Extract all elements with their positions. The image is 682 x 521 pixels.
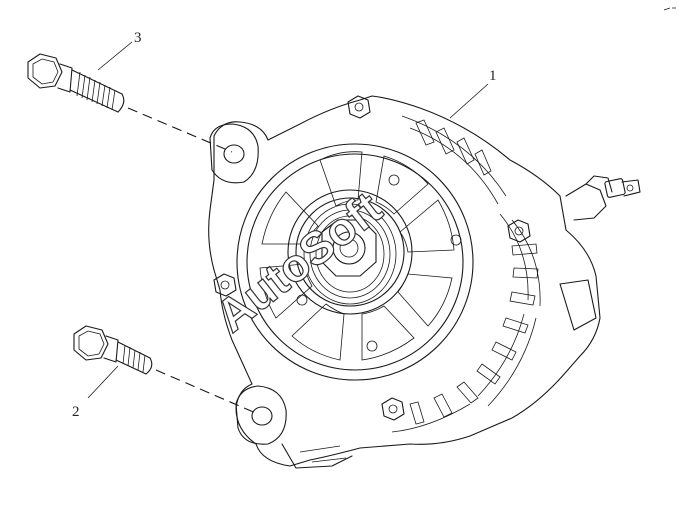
housing-nut-right — [507, 219, 531, 243]
leader-lines — [87, 41, 489, 399]
housing-nut-left — [213, 273, 237, 297]
corner-mark — [663, 7, 676, 11]
alternator — [208, 95, 641, 469]
bolt-2-alignment-line — [155, 369, 259, 415]
housing-nut-bottom — [381, 397, 405, 421]
bolt-2 — [73, 325, 153, 375]
callout-3: 3 — [134, 30, 142, 46]
terminal-stud — [565, 175, 641, 221]
callout-1: 1 — [489, 68, 497, 84]
bolt-3 — [27, 53, 125, 113]
bolt-3-alignment-line — [127, 107, 233, 153]
callout-2: 2 — [72, 404, 80, 420]
housing-nut-top — [347, 95, 371, 119]
